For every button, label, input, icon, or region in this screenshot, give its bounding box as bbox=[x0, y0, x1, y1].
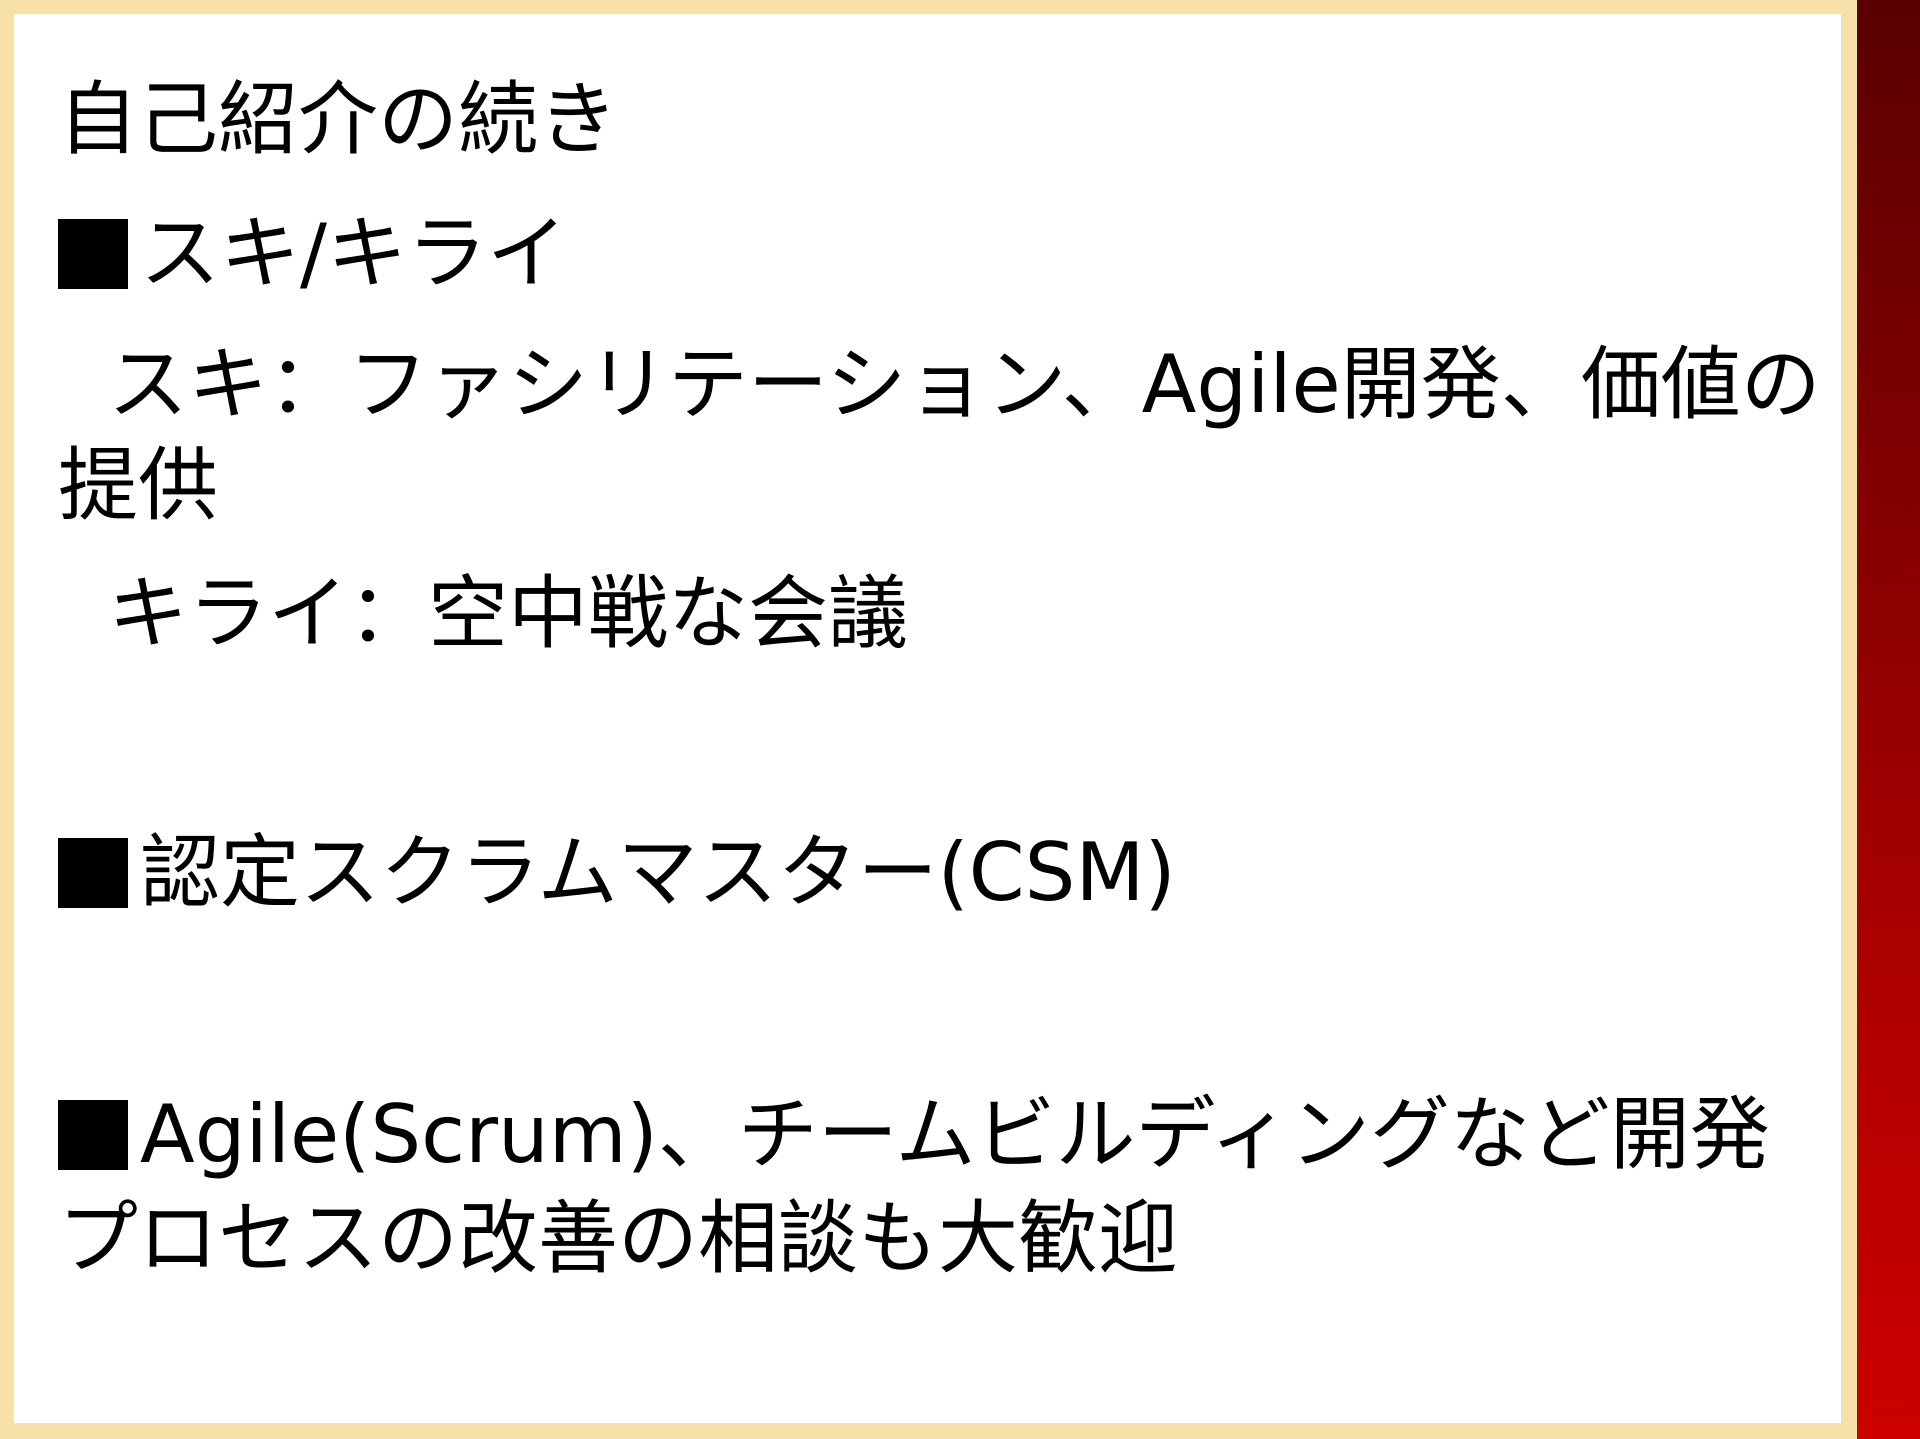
agile-line-2: プロセスの改善の相談も大歓迎 bbox=[58, 1192, 1178, 1285]
dislikes-line: キライ：空中戦な会議 bbox=[108, 574, 908, 654]
likes-text: スキ：ファシリテーション、Agile開発、価値の bbox=[108, 338, 1821, 431]
dislikes-text: キライ：空中戦な会議 bbox=[108, 567, 908, 660]
accent-side-bar bbox=[1857, 0, 1920, 1439]
likes-dislikes-heading-text: スキ/キライ bbox=[140, 207, 567, 300]
likes-dislikes-heading: スキ/キライ bbox=[58, 214, 567, 294]
likes-continued: 提供 bbox=[58, 439, 218, 532]
csm-heading-text: 認定スクラムマスター(CSM) bbox=[140, 826, 1176, 919]
csm-heading: 認定スクラムマスター(CSM) bbox=[58, 833, 1176, 913]
square-bullet-icon bbox=[58, 838, 128, 908]
square-bullet-icon bbox=[58, 1100, 128, 1170]
agile-line-1: Agile(Scrum)、チームビルディングなど開発 bbox=[58, 1095, 1770, 1175]
likes-line: スキ：ファシリテーション、Agile開発、価値の bbox=[108, 345, 1821, 425]
slide-title: 自己紹介の続き bbox=[58, 73, 618, 166]
content-panel bbox=[14, 14, 1841, 1423]
agile-line-1-text: Agile(Scrum)、チームビルディングなど開発 bbox=[140, 1088, 1770, 1181]
square-bullet-icon bbox=[58, 219, 128, 289]
